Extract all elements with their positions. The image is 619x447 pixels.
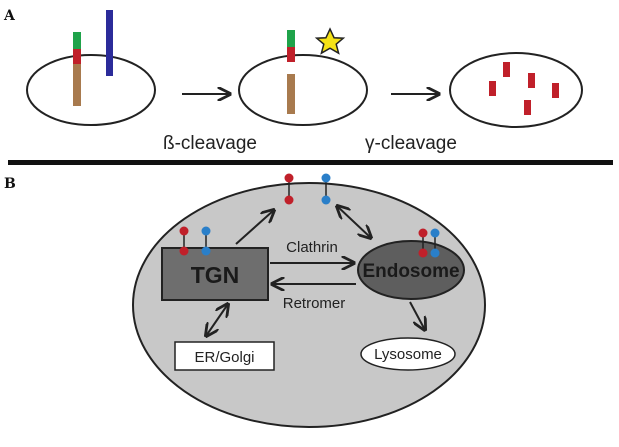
- fragment: [528, 73, 535, 88]
- surface-receptor-blue: [321, 173, 331, 205]
- endosome-receptor-red: [418, 228, 428, 258]
- app-brown-segment: [73, 64, 81, 106]
- clathrin-label: Clathrin: [286, 239, 338, 256]
- arrow-surface-endosome: [337, 206, 371, 238]
- er-golgi-label: ER/Golgi: [194, 349, 254, 366]
- bace-bar: [106, 10, 113, 76]
- panel-a-letter: A: [3, 8, 16, 24]
- endosome-receptor-blue: [430, 228, 440, 258]
- fragment: [489, 81, 496, 96]
- er-golgi-box: [174, 341, 275, 371]
- app-red-segment: [73, 49, 81, 64]
- tgn-box: [161, 247, 269, 301]
- arrow-tgn-to-surface: [235, 210, 274, 245]
- ctf-green-segment: [287, 30, 295, 47]
- tgn-label: TGN: [191, 262, 240, 288]
- panel-divider: [8, 160, 613, 165]
- app-green-segment: [73, 32, 81, 49]
- tgn-receptor-blue: [201, 226, 211, 256]
- cell-1: [26, 54, 156, 126]
- lysosome-ellipse: [360, 337, 456, 371]
- surface-receptor-red: [284, 173, 294, 205]
- arrow-tgn-er-golgi: [206, 304, 228, 336]
- ctf-red-segment: [287, 47, 295, 62]
- retromer-label: Retromer: [283, 295, 346, 312]
- gamma-cleavage-label: γ-cleavage: [365, 133, 457, 154]
- beta-cleavage-label: ß-cleavage: [163, 133, 257, 154]
- tgn-receptor-red: [179, 226, 189, 256]
- star-icon: [314, 27, 346, 55]
- lysosome-label: Lysosome: [374, 346, 442, 363]
- fragment: [552, 83, 559, 98]
- panel-b-letter: B: [4, 176, 16, 192]
- fragment: [524, 100, 531, 115]
- fragment: [503, 62, 510, 77]
- arrow-endosome-to-lysosome: [409, 301, 425, 330]
- cell-2: [238, 54, 368, 126]
- cell-3: [449, 52, 583, 128]
- endosome-label: Endosome: [362, 261, 459, 282]
- ctf-brown-segment: [287, 74, 295, 114]
